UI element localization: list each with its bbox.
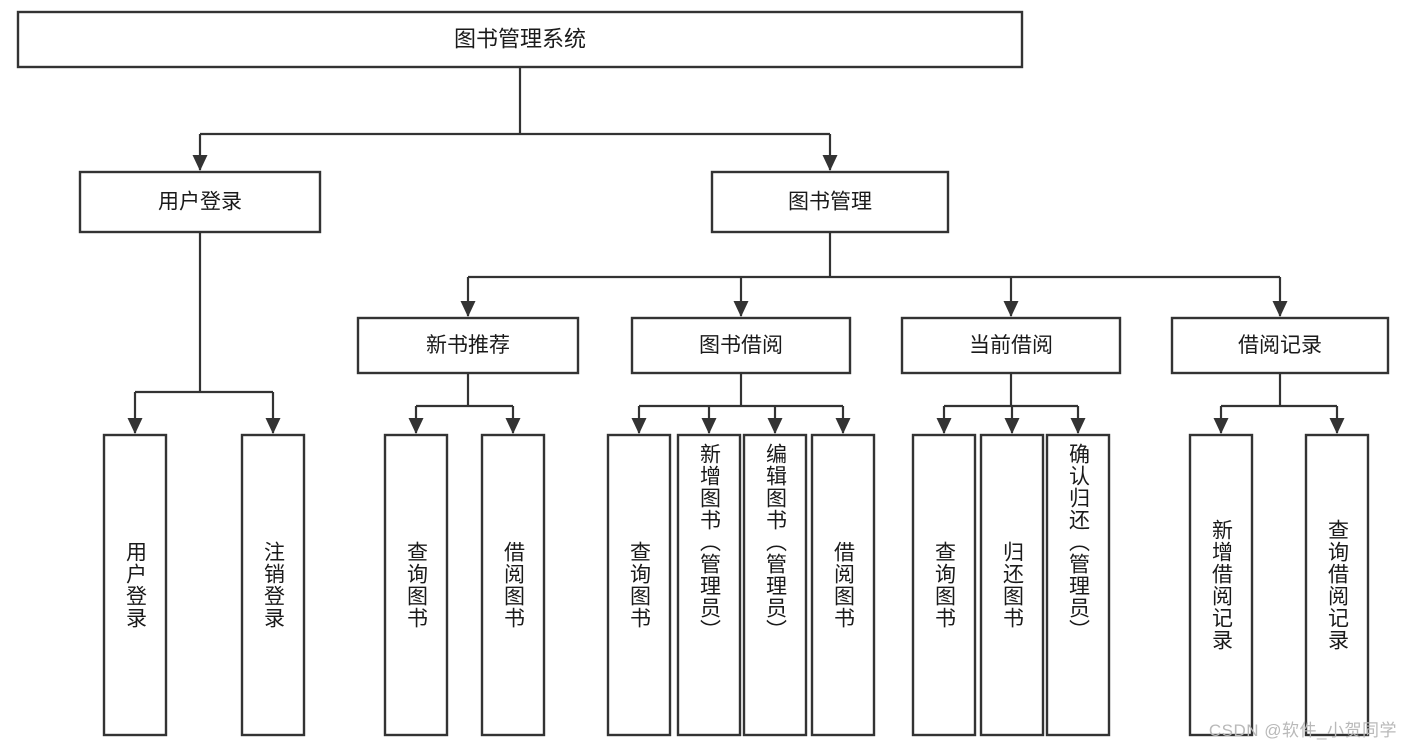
node-box-leaf-add-book[interactable] [676,433,742,737]
arrow-to-leaf-query-book-3 [936,418,952,434]
root-node-label: 图书管理系统 [454,26,586,51]
root-node-box[interactable] [16,10,1024,69]
arrow-to-leaf-user-login [127,418,143,434]
node-box-leaf-confirm-return[interactable] [1045,433,1111,737]
boxes-layer [16,10,1390,737]
arrow-to-leaf-query-record [1329,418,1345,434]
arrow-to-leaf-borrow-book-2 [835,418,851,434]
connectors-layer [127,67,1345,434]
node-box-user-login[interactable] [78,170,322,234]
node-box-current-borrow[interactable] [900,316,1122,375]
arrow-to-leaf-add-record [1213,418,1229,434]
node-box-book-borrow[interactable] [630,316,852,375]
node-box-leaf-query-book-1[interactable] [383,433,449,737]
arrow-to-leaf-edit-book [767,418,783,434]
node-box-leaf-edit-book[interactable] [742,433,808,737]
arrow-to-leaf-confirm-return [1070,418,1086,434]
arrow-to-leaf-return-book [1004,418,1020,434]
node-box-book-manage[interactable] [710,170,950,234]
arrow-to-leaf-add-book [701,418,717,434]
node-label-book-manage: 图书管理 [788,191,872,214]
node-box-leaf-add-record[interactable] [1188,433,1254,737]
node-box-leaf-query-record[interactable] [1304,433,1370,737]
arrow-to-leaf-logout [265,418,281,434]
arrow-to-new-book-recommend [460,301,476,317]
node-box-new-book-recommend[interactable] [356,316,580,375]
arrow-to-leaf-query-book-2 [631,418,647,434]
arrow-to-leaf-borrow-book-1 [505,418,521,434]
arrow-to-book-borrow [733,301,749,317]
node-label-new-book-recommend: 新书推荐 [426,334,510,357]
node-label-user-login: 用户登录 [158,191,242,214]
arrow-to-borrow-record [1272,301,1288,317]
node-box-leaf-borrow-book-2[interactable] [810,433,876,737]
arrow-to-leaf-query-book-1 [408,418,424,434]
node-box-leaf-logout[interactable] [240,433,306,737]
arrow-to-current-borrow [1003,301,1019,317]
node-box-leaf-user-login[interactable] [102,433,168,737]
node-box-leaf-return-book[interactable] [979,433,1045,737]
node-box-borrow-record[interactable] [1170,316,1390,375]
node-label-book-borrow: 图书借阅 [699,334,783,357]
watermark-text: CSDN @软件_小贺同学 [1208,721,1397,740]
node-label-current-borrow: 当前借阅 [969,334,1053,357]
arrow-to-book-manage [822,155,838,171]
node-box-leaf-query-book-3[interactable] [911,433,977,737]
node-box-leaf-query-book-2[interactable] [606,433,672,737]
node-box-leaf-borrow-book-1[interactable] [480,433,546,737]
node-label-borrow-record: 借阅记录 [1238,334,1322,357]
arrow-to-user-login [192,155,208,171]
